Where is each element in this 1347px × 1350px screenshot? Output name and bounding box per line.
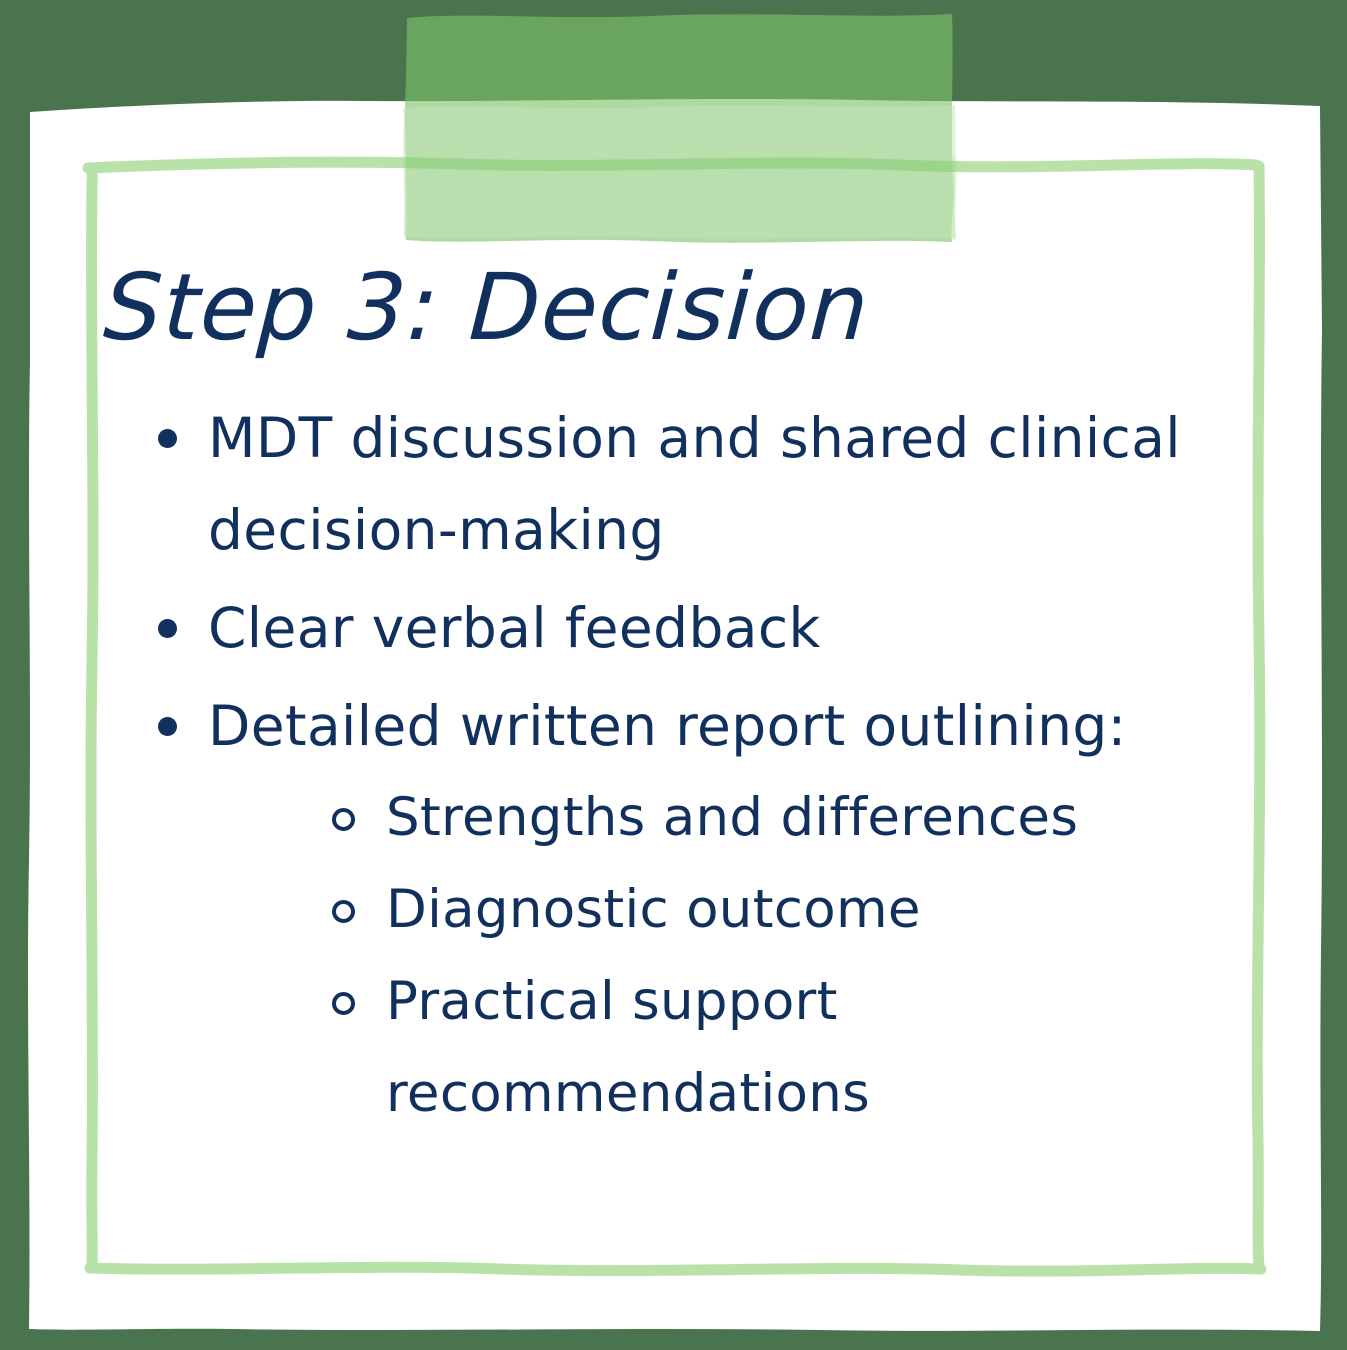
sub-bullet-list: Strengths and differences Diagnostic out… [208,772,1260,1140]
sub-list-item: Strengths and differences [313,772,1260,864]
sub-list-item: Practical support recommendations [313,956,1260,1140]
sub-list-item: Diagnostic outcome [313,864,1260,956]
hollow-circle-bullet-icon [332,900,355,923]
note-content: Step 3: Decision MDT discussion and shar… [100,254,1260,1146]
list-item-label: MDT discussion and shared clinical decis… [208,406,1181,562]
list-item: Clear verbal feedback [100,582,1260,674]
list-item-label: Detailed written report outlining: [208,694,1127,758]
list-item: MDT discussion and shared clinical decis… [100,392,1260,576]
filled-disc-bullet-icon [158,619,177,638]
hollow-circle-bullet-icon [332,992,355,1015]
page-title: Step 3: Decision [101,254,873,361]
bullet-list: MDT discussion and shared clinical decis… [100,392,1260,1140]
list-item: Detailed written report outlining: Stren… [100,680,1260,1140]
sub-list-item-label: Practical support recommendations [386,971,871,1124]
sub-list-item-label: Diagnostic outcome [386,879,921,940]
filled-disc-bullet-icon [158,717,177,736]
filled-disc-bullet-icon [158,429,177,448]
list-item-label: Clear verbal feedback [208,596,821,660]
sub-list-item-label: Strengths and differences [386,787,1079,848]
hollow-circle-bullet-icon [332,808,355,831]
